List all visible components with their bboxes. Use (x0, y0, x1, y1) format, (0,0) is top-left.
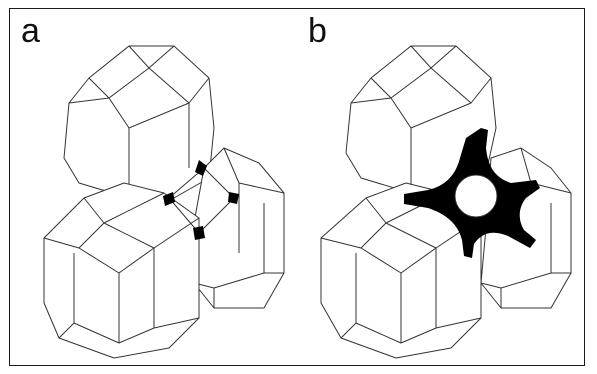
panel-b-drawing (296, 8, 583, 364)
panel-b: b (296, 8, 583, 364)
panel-a: a (9, 8, 296, 364)
figure: a (9, 8, 585, 366)
cluster-top (64, 46, 214, 198)
panel-a-drawing (9, 8, 296, 364)
cluster-front (44, 183, 199, 358)
